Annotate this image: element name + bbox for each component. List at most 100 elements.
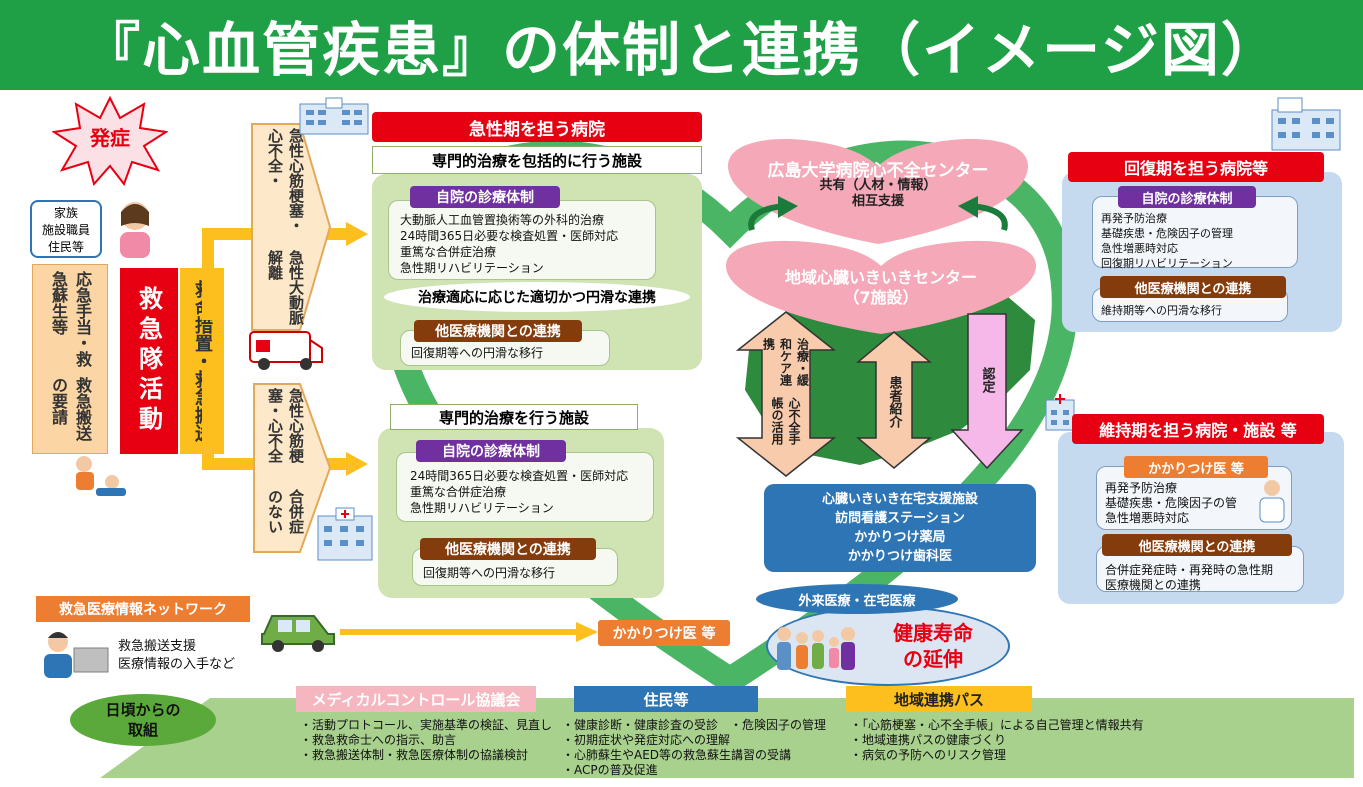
first-aid-line: 救急搬送の要請: [49, 377, 92, 441]
regional-path-item: ・地域連携パスの健康づくり: [850, 733, 1007, 747]
outpatient-label: 外来医療・在宅医療: [756, 584, 958, 614]
acute-chevron-line: 急性大動脈解離: [266, 249, 305, 325]
home-support-item: 心臓いきいき在宅支援施設: [821, 492, 978, 507]
maintenance-other-item: 合併症発症時・再発時の急性期: [1105, 563, 1274, 577]
self-system-item: 急性期リハビリテーション: [400, 261, 544, 275]
residents-item: ・健康診断・健康診査の受診 ・危険因子の管理: [562, 718, 827, 732]
network-item: 救急搬送支援: [118, 639, 197, 654]
self-system-item: 重篤な合併症治療: [400, 245, 497, 259]
onset-burst-icon: [52, 96, 168, 186]
healthy-life-line: の延伸: [903, 647, 963, 671]
daily-efforts-oval: 日頃からの 取組: [70, 694, 216, 746]
regional-center-text: 地域心臓いきいきセンター （7施設）: [722, 268, 1040, 308]
medical-control-label: メディカルコントロール協議会: [296, 686, 536, 712]
recovery-self-item: 基礎疾患・危険因子の管理: [1101, 227, 1233, 240]
daily-efforts-line: 日頃からの: [105, 701, 181, 719]
recovery-other-item: 維持期等への円滑な移行: [1101, 304, 1222, 317]
regional-path-items: ・「心筋梗塞・心不全手帳」による自己管理と情報共有 ・地域連携パスの健康づくり …: [850, 718, 1144, 763]
recovery-self-box: 再発予防治療 基礎疾患・危険因子の管理 急性増悪時対応 回復期リハビリテーション: [1092, 196, 1298, 270]
hiroshima-center-line: 共有（人材・情報）: [819, 178, 937, 193]
comp-chevron-shape: [253, 383, 332, 553]
page-title: 『心血管疾患』の体制と連携（イメージ図）: [0, 0, 1363, 90]
center-heart-top: [728, 139, 1028, 244]
family-line: 家族: [53, 206, 78, 220]
caller-person-icon: [112, 196, 158, 260]
comp-chevron-text: 急性心筋梗塞・心不全 合併症のない: [256, 388, 316, 548]
self-system-item: 24時間365日必要な検査処置・医師対応: [400, 229, 619, 243]
hiroshima-center-sub: 共有（人材・情報） 相互支援: [724, 178, 1032, 210]
self-system-item: 24時間365日必要な検査処置・医師対応: [410, 469, 629, 483]
home-support-item: かかりつけ薬局: [854, 530, 946, 545]
medical-control-item: ・活動プロトコール、実施基準の検証、見直し: [300, 718, 553, 732]
regional-center-line: 地域心臓いきいきセンター: [784, 268, 977, 287]
maintenance-other-item: 医療機関との連携: [1105, 578, 1201, 592]
self-system-box: [388, 200, 656, 280]
hospital-building-icon: [296, 96, 372, 136]
ems-activity-box: 救急隊活動: [120, 268, 178, 454]
residents-items: ・健康診断・健康診査の受診 ・危険因子の管理 ・初期症状や発症対応への理解 ・心…: [562, 718, 826, 778]
clinic-building-icon: [1044, 392, 1076, 432]
recovery-self-item: 回復期リハビリテーション: [1101, 257, 1233, 270]
center-heart-mid: [726, 240, 1036, 334]
coordination-oval: 治療適応に応じた適切かつ円滑な連携: [384, 282, 690, 312]
other-coop-item: 回復期等への円滑な移行: [423, 566, 556, 580]
comprehensive-facility-label: 専門的治療を包括的に行う施設: [372, 146, 702, 174]
residents-item: ・初期症状や発症対応への理解: [562, 733, 731, 747]
arrow2-text: 患者紹介: [886, 376, 902, 428]
hiroshima-center-line: 相互支援: [851, 194, 904, 209]
healthy-life-oval: [766, 606, 1010, 686]
self-system-box: [396, 452, 654, 522]
network-items: 救急搬送支援 医療情報の入手など: [118, 638, 235, 674]
acute-chevron-shape: [251, 123, 332, 331]
healthy-life-line: 健康寿命: [893, 621, 973, 645]
self-system-items: 大動脈人工血管置換術等の外科的治療 24時間365日必要な検査処置・医師対応 重…: [400, 212, 618, 276]
other-coop-label: 他医療機関との連携: [420, 538, 596, 560]
medical-control-item: ・救急救命士への指示、助言: [300, 733, 457, 747]
self-system-item: 急性期リハビリテーション: [410, 501, 554, 515]
car-arrow: [340, 622, 598, 642]
regional-center-line: （7施設）: [843, 288, 919, 307]
acute-chevron-line: 急性心筋梗塞・心不全・: [266, 128, 305, 233]
ambulance-icon: [248, 322, 326, 372]
maintenance-header: 維持期を担う病院・施設 等: [1072, 414, 1324, 444]
home-support-item: かかりつけ歯科医: [847, 549, 953, 564]
residents-label: 住民等: [574, 686, 758, 712]
healthy-life-text: 健康寿命 の延伸: [858, 620, 1008, 672]
maintenance-doctor-item: 基礎疾患・危険因子の管: [1105, 496, 1238, 510]
daily-efforts-line: 取組: [127, 721, 158, 739]
regional-path-item: ・「心筋梗塞・心不全手帳」による自己管理と情報共有: [850, 718, 1144, 732]
self-system-item: 重篤な合併症治療: [410, 485, 507, 499]
family-group-icon: [772, 618, 858, 678]
medical-control-item: ・救急搬送体制・救急医療体制の協議検討: [300, 748, 529, 762]
self-system-item: 大動脈人工血管置換術等の外科的治療: [400, 213, 605, 227]
doctor-clinic-icon: [1252, 476, 1292, 524]
network-label: 救急医療情報ネットワーク: [36, 596, 250, 622]
arrow3-text: 認定: [979, 367, 995, 393]
hospital-building-icon: [314, 506, 376, 564]
mutual-arrows-icon: [748, 196, 1008, 231]
hiroshima-center-title: 広島大学病院心不全センター: [767, 161, 989, 181]
car-icon: [258, 604, 338, 652]
residents-item: ・ACPの普及促進: [562, 763, 658, 777]
self-system-items: 24時間365日必要な検査処置・医師対応 重篤な合併症治療 急性期リハビリテーシ…: [410, 468, 628, 516]
arrow1-text: 治療・緩和ケア連携 心不全手帳の活用: [762, 338, 810, 450]
other-coop-label: 他医療機関との連携: [414, 320, 582, 342]
comp-chevron-line: 急性心筋梗塞・心不全: [266, 388, 305, 463]
maintenance-doctor-label: かかりつけ医 等: [1124, 456, 1268, 478]
family-box: 家族 施設職員 住民等: [30, 200, 102, 258]
acute-hospital-header: 急性期を担う病院: [372, 112, 702, 142]
first-aid-box: 応急手当・救急蘇生等 救急搬送の要請: [32, 264, 108, 454]
down-arrow-shape: [950, 313, 1024, 470]
heart-outline-icon: [382, 140, 1078, 696]
recovery-other-label: 他医療機関との連携: [1100, 276, 1286, 298]
arrow1-line: 心不全手帳の活用: [770, 397, 801, 446]
recovery-header: 回復期を担う病院等: [1068, 152, 1324, 182]
recovery-self-item: 急性増悪時対応: [1101, 242, 1178, 255]
double-arrow-shape: [736, 311, 836, 477]
regional-path-label: 地域連携パス: [846, 686, 1032, 712]
self-system-label: 自院の診療体制: [410, 186, 560, 208]
other-coop-item: 回復期等への円滑な移行: [411, 346, 544, 360]
comp-chevron-line: 合併症のない: [266, 488, 305, 534]
self-system-label: 自院の診療体制: [416, 440, 566, 462]
maintenance-doctor-item: 急性増悪時対応: [1105, 511, 1190, 525]
